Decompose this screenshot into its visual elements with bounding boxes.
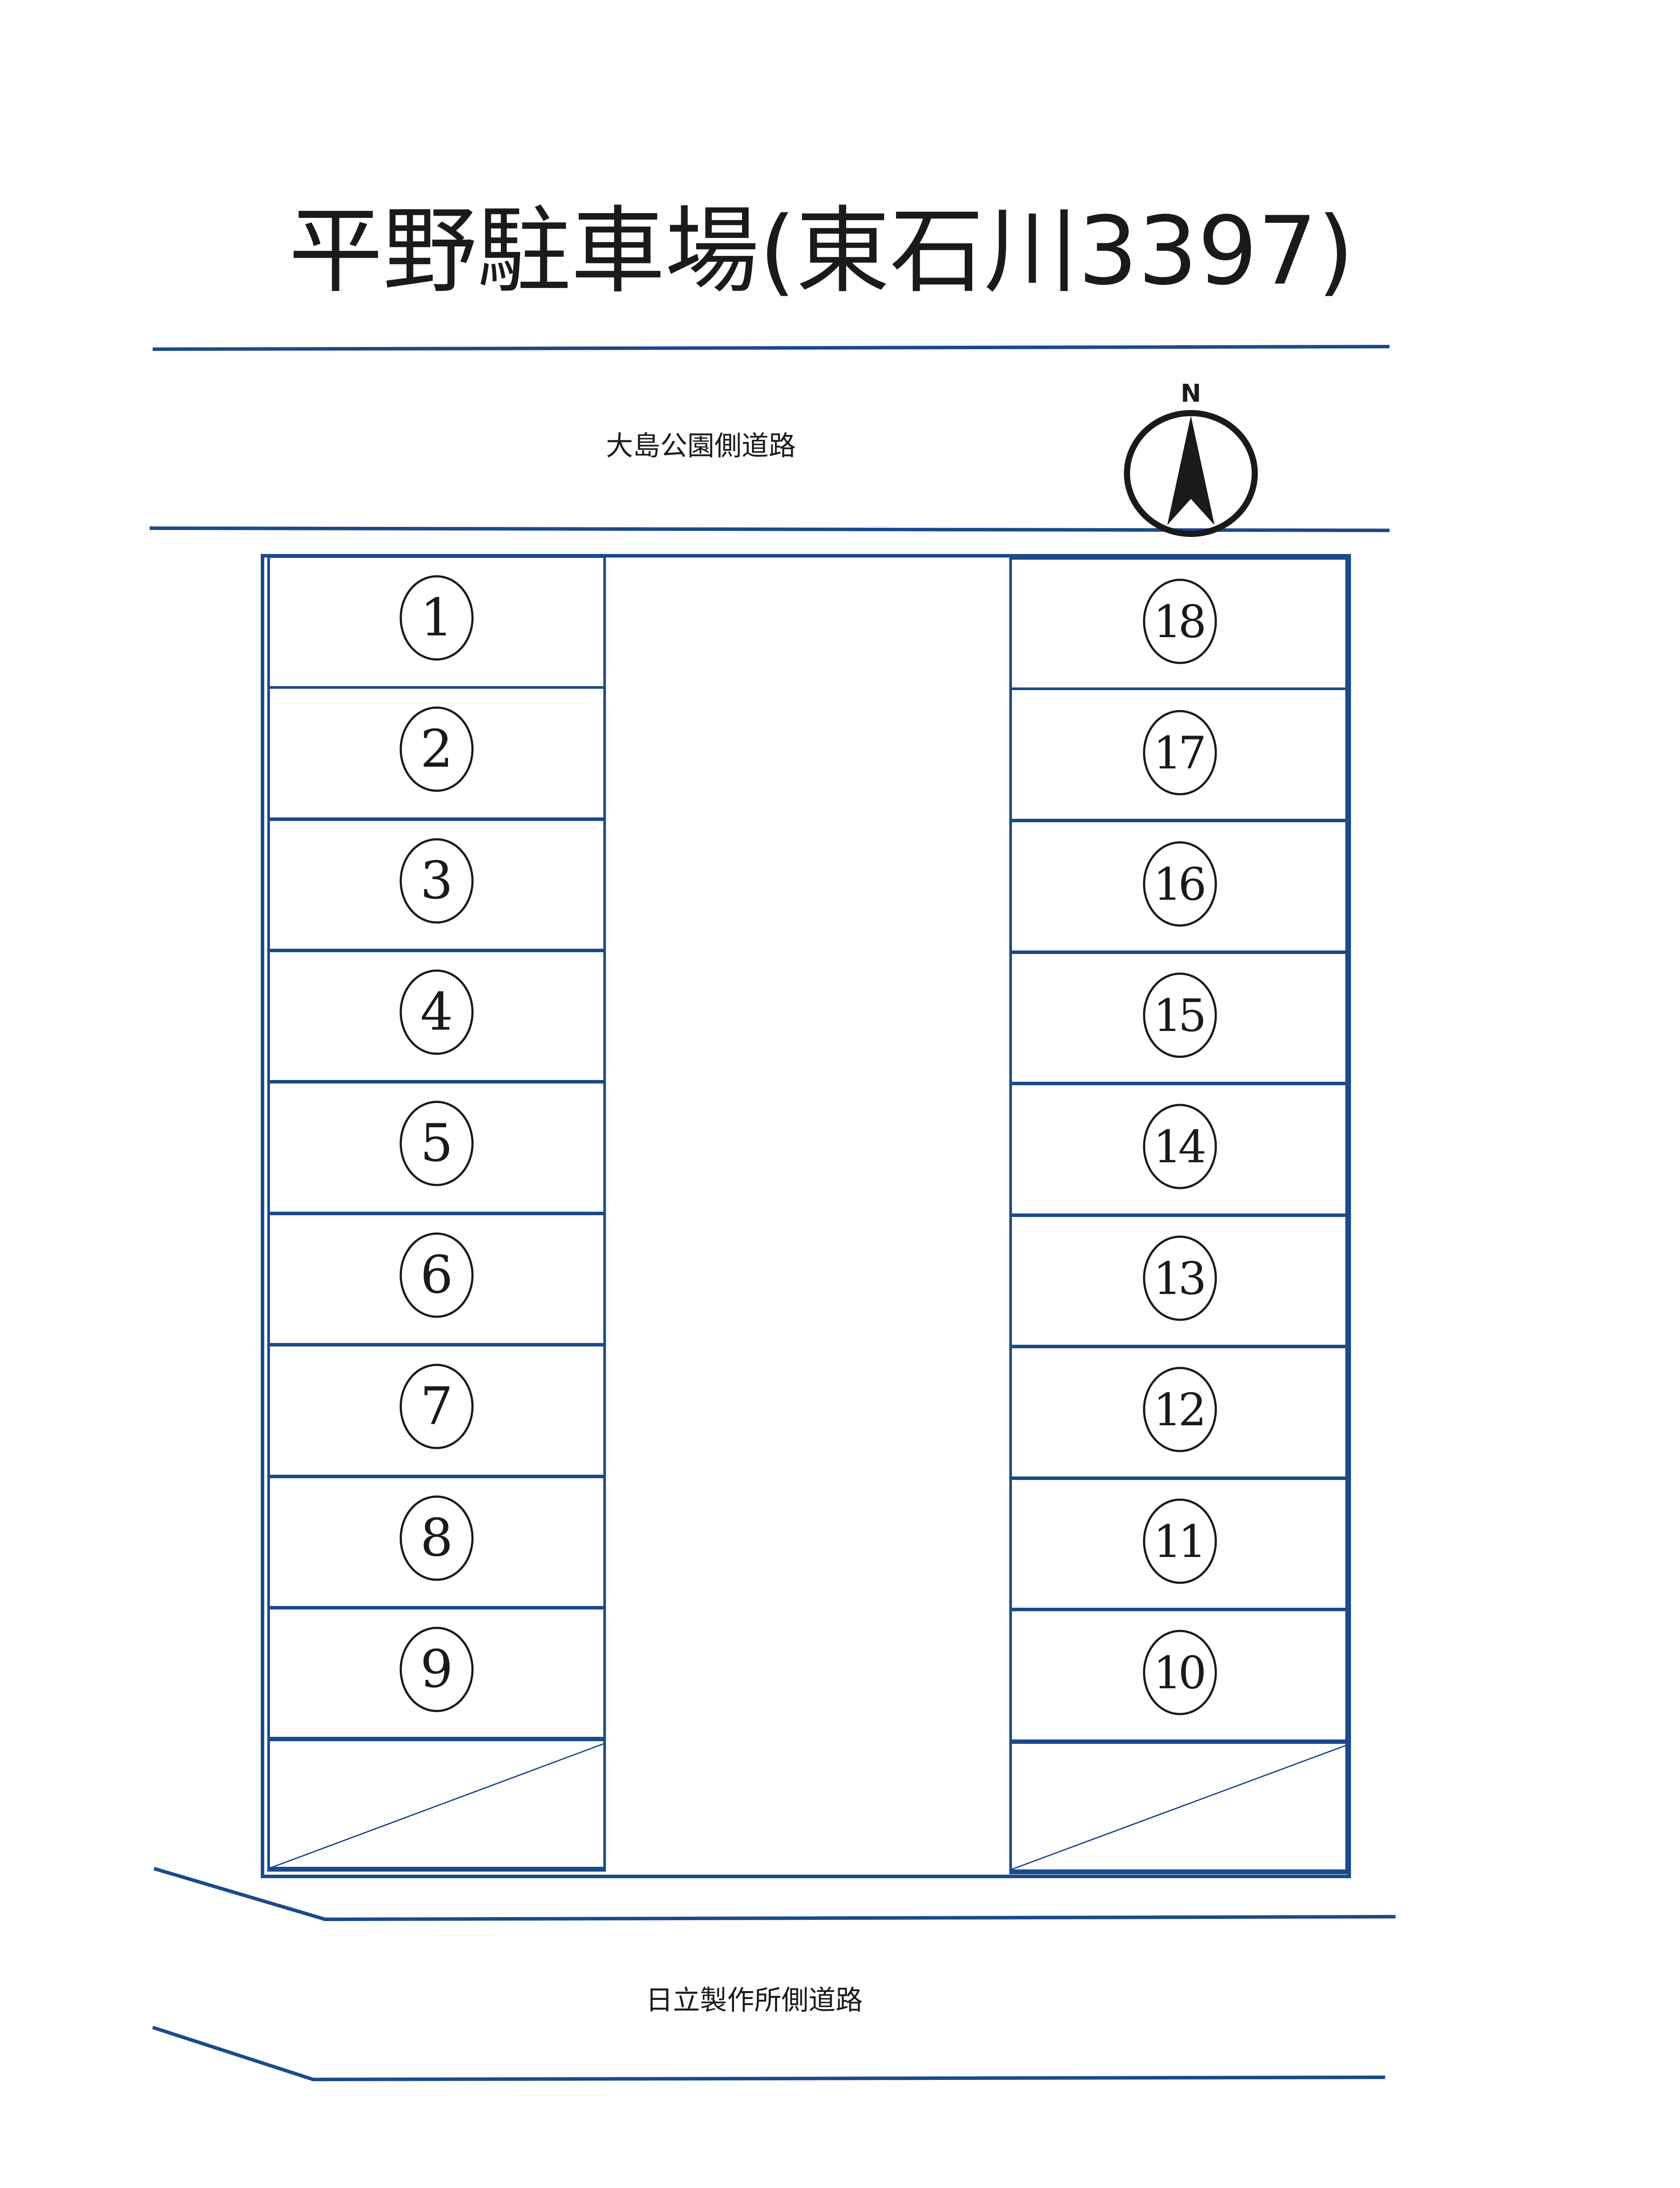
parking-space-18: 18 xyxy=(1143,579,1217,664)
north-compass-icon: N xyxy=(1124,379,1258,537)
hatched-unused-space xyxy=(268,1743,605,1869)
parking-space-16: 16 xyxy=(1143,841,1217,927)
space-number: 13 xyxy=(1153,1253,1204,1305)
parking-space-14: 14 xyxy=(1143,1104,1217,1189)
space-number: 12 xyxy=(1153,1384,1203,1436)
space-number: 17 xyxy=(1153,727,1204,779)
parking-space-12: 12 xyxy=(1143,1367,1217,1452)
parking-space-5: 5 xyxy=(399,1101,474,1186)
page-title: 平野駐車場(東石川3397) xyxy=(289,196,1354,306)
parking-space-13: 13 xyxy=(1143,1235,1217,1321)
parking-space-15: 15 xyxy=(1143,972,1217,1058)
space-number: 5 xyxy=(420,1113,453,1173)
space-number: 6 xyxy=(420,1245,453,1305)
parking-space-1: 1 xyxy=(399,575,474,661)
parking-space-10: 10 xyxy=(1143,1630,1217,1715)
compass-n-label: N xyxy=(1181,379,1201,408)
space-number: 16 xyxy=(1153,859,1204,911)
north-road: 大島公園側道路 xyxy=(149,345,1390,532)
right-space-labels: 18 17 16 15 14 13 12 11 10 xyxy=(1143,579,1217,1715)
north-road-label: 大島公園側道路 xyxy=(606,430,796,462)
space-number: 14 xyxy=(1153,1121,1204,1173)
right-column xyxy=(1009,557,1348,1874)
space-number: 15 xyxy=(1153,990,1204,1042)
space-number: 3 xyxy=(420,850,453,911)
parking-space-11: 11 xyxy=(1143,1498,1217,1584)
lot-boundary xyxy=(261,554,1351,1878)
south-road-label: 日立製作所側道路 xyxy=(646,1984,863,2016)
space-number: 10 xyxy=(1153,1647,1204,1699)
left-space-labels: 1 2 3 4 5 6 7 8 9 xyxy=(399,575,474,1712)
space-number: 2 xyxy=(420,719,453,779)
space-number: 8 xyxy=(420,1508,453,1568)
space-number: 18 xyxy=(1153,596,1204,648)
south-road: 日立製作所側道路 xyxy=(152,1867,1396,2082)
parking-space-2: 2 xyxy=(399,706,474,792)
space-number: 1 xyxy=(420,587,453,648)
hatched-unused-space xyxy=(1011,1744,1347,1870)
parking-space-3: 3 xyxy=(399,838,474,924)
parking-space-6: 6 xyxy=(399,1232,474,1318)
space-number: 4 xyxy=(420,982,453,1042)
parking-space-9: 9 xyxy=(399,1627,474,1712)
parking-space-8: 8 xyxy=(399,1495,474,1581)
parking-space-4: 4 xyxy=(399,969,474,1055)
space-number: 11 xyxy=(1153,1516,1203,1568)
space-number: 9 xyxy=(420,1639,453,1699)
parking-space-17: 17 xyxy=(1143,710,1217,796)
left-column xyxy=(267,555,606,1872)
parking-space-7: 7 xyxy=(399,1364,474,1449)
space-number: 7 xyxy=(420,1376,453,1436)
